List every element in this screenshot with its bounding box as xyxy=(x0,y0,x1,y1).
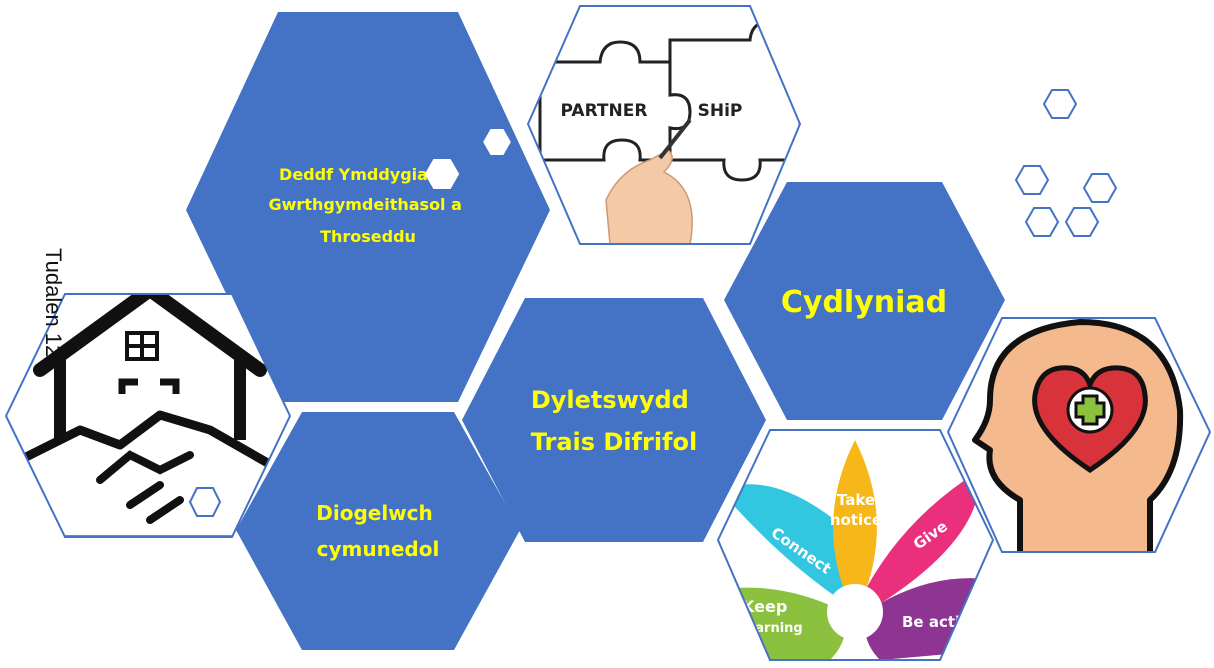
small-hexagon xyxy=(480,127,514,157)
partnership-image: PARTNER SHiP xyxy=(526,5,802,245)
five-ways-flower-icon: Connect Take notice Give Keep learning B… xyxy=(720,440,993,660)
svg-text:notice: notice xyxy=(830,511,882,529)
wellbeing-image: Connect Take notice Give Keep learning B… xyxy=(716,429,995,661)
home-image xyxy=(4,293,292,538)
small-hexagon xyxy=(188,487,222,517)
svg-text:SHiP: SHiP xyxy=(698,101,743,121)
small-hexagon xyxy=(1082,173,1118,203)
serious-violence-label: Dyletswydd Trais Difrifol xyxy=(531,386,697,456)
page-number-label: Tudalen 128 xyxy=(41,248,66,370)
svg-text:PARTNER: PARTNER xyxy=(561,101,648,121)
small-hexagon xyxy=(1064,207,1100,237)
small-hexagon xyxy=(1014,165,1050,195)
asb-crime-label: Deddf Ymddygiad Gwrthgymdeithasol a Thro… xyxy=(269,165,468,246)
community-safety-label: Diogelwch cymunedol xyxy=(316,501,439,561)
hexagon-community-safety xyxy=(236,412,520,650)
svg-text:Take: Take xyxy=(837,491,875,509)
coordination-label: Cydlyniad xyxy=(781,285,947,320)
hexagon-serious-violence xyxy=(462,298,766,542)
decorative-hexagons xyxy=(188,89,1118,517)
svg-text:Keep: Keep xyxy=(742,597,787,616)
puzzle-icon: PARTNER SHiP xyxy=(538,20,800,244)
svg-text:Be active: Be active xyxy=(902,613,980,631)
hexagon-coordination xyxy=(724,182,1005,420)
small-hexagon xyxy=(1042,89,1078,119)
small-hexagon xyxy=(1024,207,1060,237)
hexagon-asb-crime xyxy=(186,12,550,402)
svg-text:learning: learning xyxy=(742,621,803,636)
small-hexagon xyxy=(424,159,460,189)
head-heart-icon xyxy=(972,319,1184,552)
mental-health-image xyxy=(946,317,1212,553)
